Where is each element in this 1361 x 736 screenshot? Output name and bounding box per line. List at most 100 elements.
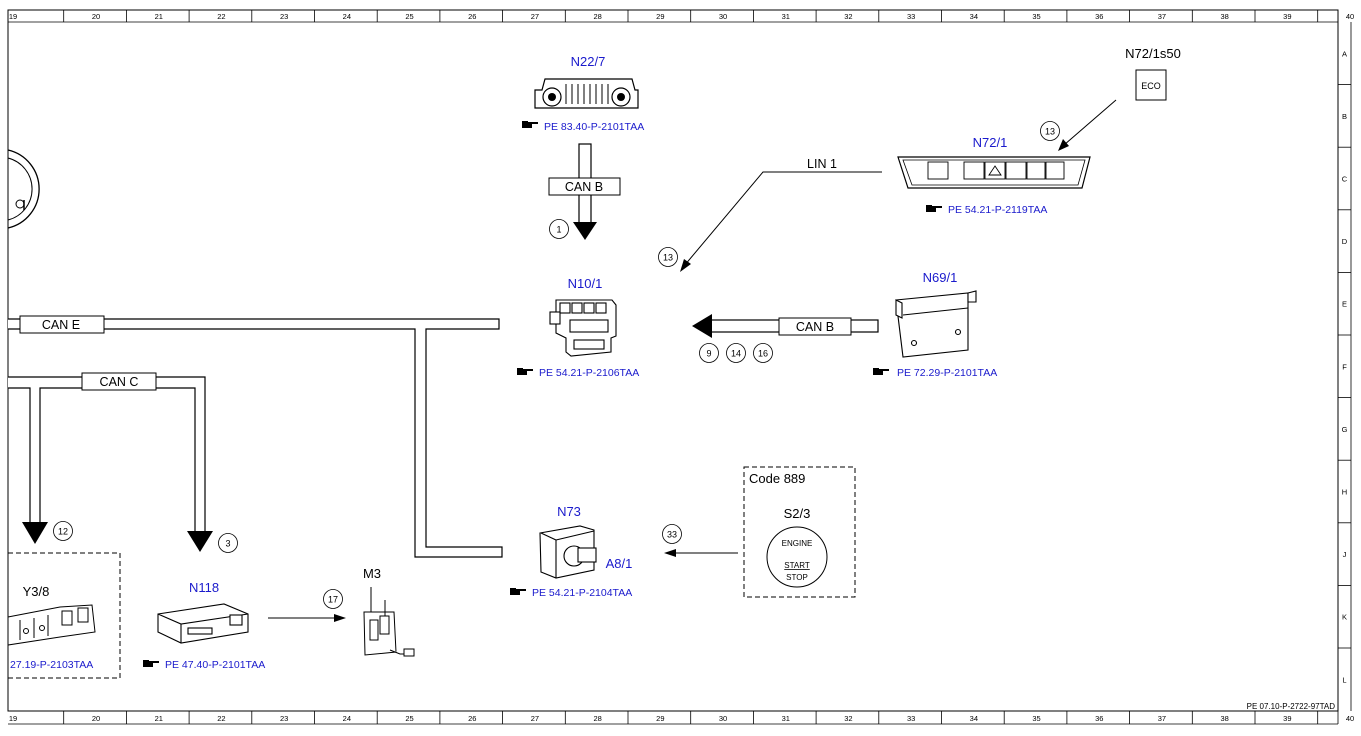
ruler-row-K: K: [1342, 613, 1347, 622]
ruler-row-L: L: [1342, 675, 1346, 684]
lin-1-line: LIN 1: [680, 157, 882, 272]
svg-text:13: 13: [1045, 127, 1055, 137]
ruler-top-col-32: 32: [844, 12, 852, 21]
ruler-bottom-col-40: 40: [1346, 714, 1354, 723]
ruler-row-B: B: [1342, 112, 1347, 121]
ruler-top-col-22: 22: [217, 12, 225, 21]
n118-device-icon: [157, 603, 249, 644]
n69-1-device-icon: [895, 290, 977, 358]
ruler-bottom-col-23: 23: [280, 714, 288, 723]
ruler-top-col-29: 29: [656, 12, 664, 21]
svg-text:1: 1: [556, 225, 561, 235]
signal-1: 1: [549, 219, 569, 239]
ruler-bottom-col-28: 28: [593, 714, 601, 723]
ruler-bottom-col-38: 38: [1220, 714, 1228, 723]
ruler-top-col-24: 24: [343, 12, 351, 21]
ruler-top-col-37: 37: [1158, 12, 1166, 21]
diagram-frame: [7, 9, 1339, 712]
ruler-bottom-col-22: 22: [217, 714, 225, 723]
lin-1-label: LIN 1: [807, 157, 837, 171]
can-b-right-bus: CAN B: [692, 314, 879, 338]
ruler-top-col-27: 27: [531, 12, 539, 21]
ruler-row-J: J: [1343, 550, 1347, 559]
n118-component: N118 PE 47.40-P-2101TAA: [143, 580, 265, 671]
can-c-label: CAN C: [100, 375, 139, 389]
n72-1s50-component: N72/1s50 ECO: [1125, 46, 1181, 101]
ruler-bottom-col-27: 27: [531, 714, 539, 723]
signal-14: 14: [726, 343, 746, 363]
svg-text:17: 17: [328, 595, 338, 605]
ruler-row-E: E: [1342, 300, 1347, 309]
svg-text:16: 16: [758, 349, 768, 359]
n72-1-label: N72/1: [973, 135, 1008, 150]
ruler-top-col-38: 38: [1220, 12, 1228, 21]
ruler-bottom-col-25: 25: [405, 714, 413, 723]
ruler-bottom-col-26: 26: [468, 714, 476, 723]
n22-7-component: N22/7 PE 83.40-P-2101TAA: [522, 54, 644, 133]
signal-12: 12: [53, 521, 73, 541]
n10-1-reference: PE 54.21-P-2106TAA: [539, 367, 639, 379]
ruler-top-col-31: 31: [782, 12, 790, 21]
ruler-bottom-col-20: 20: [92, 714, 100, 723]
svg-text:12: 12: [58, 527, 68, 537]
n10-1-reference-icon: [517, 368, 533, 375]
ruler-bottom-col-24: 24: [343, 714, 351, 723]
s2-3-component: Code 889 S2/3 ENGINE START STOP: [743, 466, 856, 598]
ruler-bottom-col-33: 33: [907, 714, 915, 723]
can-b-top-label: CAN B: [565, 180, 603, 194]
ruler-bottom-col-29: 29: [656, 714, 664, 723]
n73-label: N73: [557, 504, 581, 519]
can-b-top-bus: CAN B: [548, 143, 621, 240]
n73-device-icon: [539, 525, 597, 579]
ruler-row-C: C: [1342, 175, 1348, 184]
instrument-cluster-gauge: [7, 149, 40, 229]
signal-13-eco: 13: [1040, 121, 1060, 141]
ruler-top-col-30: 30: [719, 12, 727, 21]
svg-text:33: 33: [667, 530, 677, 540]
ruler-top-col-19: 19: [9, 12, 17, 21]
ruler-bottom-col-31: 31: [782, 714, 790, 723]
n72-1-reference-icon: [926, 205, 942, 212]
code-889-boundary: [743, 466, 856, 598]
n10-1-device-icon: [549, 299, 617, 357]
m3-label: M3: [363, 566, 381, 581]
signal-33: 33: [662, 524, 682, 544]
ruler-top-col-28: 28: [593, 12, 601, 21]
n73-reference: PE 54.21-P-2104TAA: [532, 587, 632, 599]
n22-7-label: N22/7: [571, 54, 606, 69]
code-889-label: Code 889: [749, 471, 805, 486]
ruler-top-col-20: 20: [92, 12, 100, 21]
n69-1-reference: PE 72.29-P-2101TAA: [897, 367, 997, 379]
n73-reference-icon: [510, 588, 526, 595]
ruler-bottom-col-19: 19: [9, 714, 17, 723]
n118-reference: PE 47.40-P-2101TAA: [165, 659, 265, 671]
y3-8-label: Y3/8: [23, 584, 50, 599]
ruler-bottom-col-32: 32: [844, 714, 852, 723]
start-stop-arrow: [664, 549, 738, 557]
ruler-row-A: A: [1342, 49, 1347, 58]
ruler-top-col-23: 23: [280, 12, 288, 21]
eco-arrow: [1058, 99, 1117, 151]
n10-1-label: N10/1: [568, 276, 603, 291]
ruler-bottom-col-39: 39: [1283, 714, 1291, 723]
signal-13-lin: 13: [658, 247, 678, 267]
can-e-bus: CAN E: [8, 315, 503, 558]
ruler-bottom-col-34: 34: [970, 714, 978, 723]
start-stop-line1: ENGINE: [782, 539, 813, 548]
can-c-bus: CAN C: [8, 372, 213, 552]
n72-1s50-label: N72/1s50: [1125, 46, 1181, 61]
n69-1-label: N69/1: [923, 270, 958, 285]
signal-16: 16: [753, 343, 773, 363]
y3-8-device-icon: [7, 604, 96, 646]
ruler-bottom-col-21: 21: [155, 714, 163, 723]
y3-8-boundary: [7, 552, 121, 679]
svg-text:14: 14: [731, 349, 741, 359]
signal-17: 17: [323, 589, 343, 609]
svg-text:13: 13: [663, 253, 673, 263]
ruler-top-col-33: 33: [907, 12, 915, 21]
ruler-row-D: D: [1342, 237, 1348, 246]
ruler-top-col-40: 40: [1346, 12, 1354, 21]
document-id: PE 07.10-P-2722-97TAD: [1247, 702, 1336, 711]
